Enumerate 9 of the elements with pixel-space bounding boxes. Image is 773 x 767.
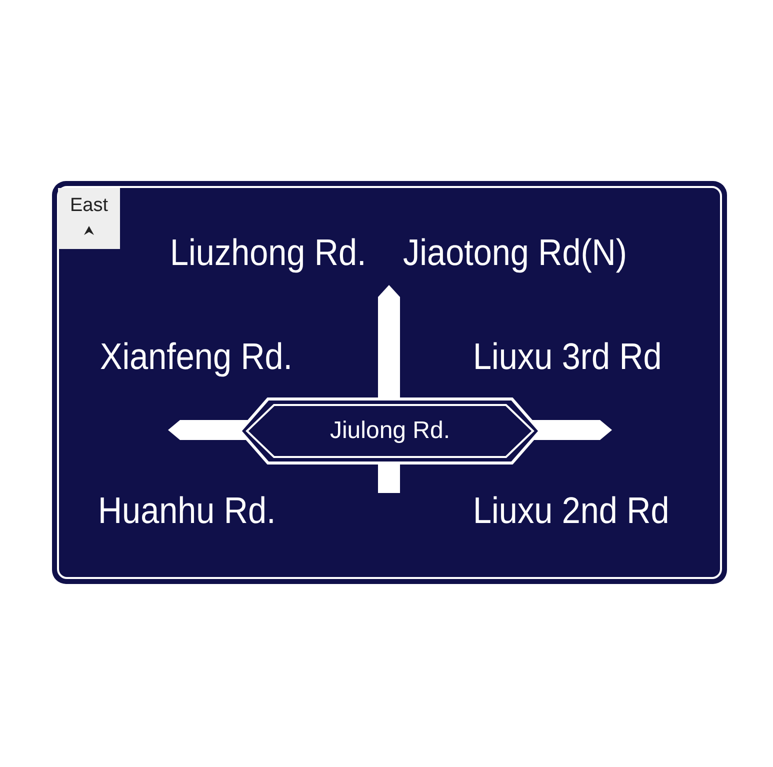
road-name-label: Xianfeng Rd. (100, 338, 293, 375)
road-name-label: Liuxu 2nd Rd (473, 492, 670, 529)
road-name-label: Jiaotong Rd(N) (403, 234, 627, 271)
road-name-label: Liuzhong Rd. (170, 234, 366, 271)
road-name-label: Liuxu 3rd Rd (473, 338, 662, 375)
direction-plate (58, 188, 120, 249)
road-name-label: Jiulong Rd. (330, 419, 450, 443)
road-name-label: Huanhu Rd. (98, 492, 276, 529)
direction-text: East (68, 196, 110, 215)
